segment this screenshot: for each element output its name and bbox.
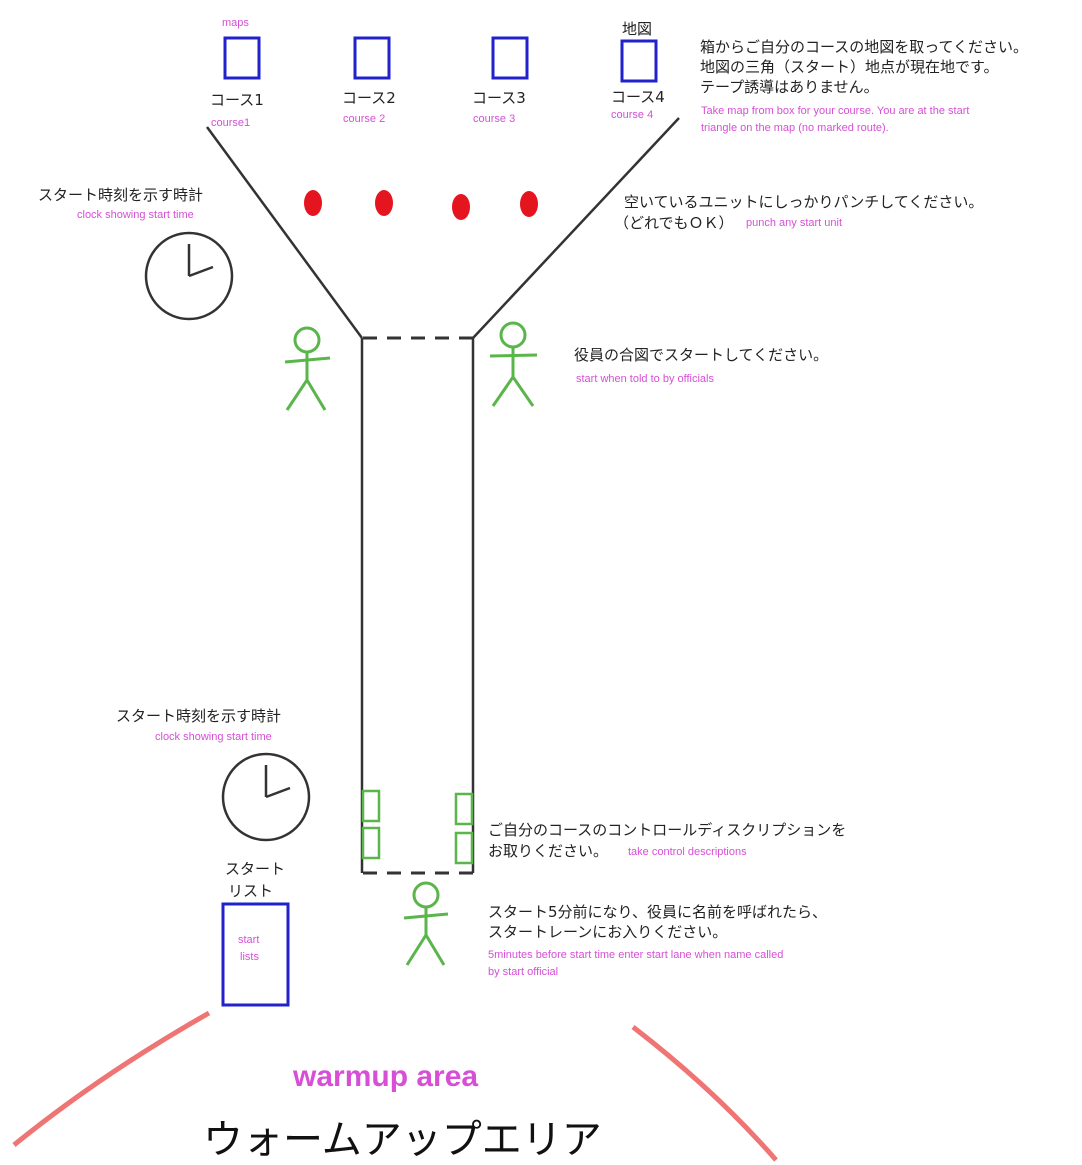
punch-unit: [375, 190, 393, 216]
five-minutes-jp-2: スタートレーンにお入りください。: [488, 923, 728, 941]
control-description-box: [361, 789, 381, 860]
punch-instruction-jp: 空いているユニットにしっかりパンチしてください。: [624, 193, 984, 211]
punch-unit: [304, 190, 322, 216]
control-desc-jp-1: ご自分のコースのコントロールディスクリプションを: [488, 821, 847, 839]
punch-unit: [520, 191, 538, 217]
warmup-area-arc-right: [631, 1025, 778, 1162]
map-instruction-jp-2: 地図の三角（スタート）地点が現在地です。: [700, 58, 999, 76]
map-instruction-jp-3: テープ誘導はありません。: [700, 78, 879, 96]
official-figure-icon: [489, 321, 538, 407]
map-instruction-en-1: Take map from box for your course. You a…: [701, 105, 970, 117]
warmup-area-arc-left: [12, 1010, 211, 1147]
five-minutes-en-2: by start official: [488, 966, 559, 978]
five-minutes-en-1: 5minutes before start time enter start l…: [488, 949, 784, 961]
course4-label: コース4: [611, 88, 665, 106]
five-minutes-jp-1: スタート5分前になり、役員に名前を呼ばれたら、: [488, 903, 827, 921]
map-instruction-en-2: triangle on the map (no marked route).: [701, 122, 889, 134]
map-box-course2: [353, 36, 391, 80]
officials-instruction-en: start when told to by officials: [576, 373, 714, 385]
official-figure-icon: [284, 326, 331, 411]
control-description-box: [454, 792, 474, 865]
course3-label: コース3: [472, 89, 526, 107]
punch-instruction-en: punch any start unit: [746, 217, 843, 229]
course2-label: コース2: [342, 89, 396, 107]
warmup-area-en: warmup area: [293, 1060, 479, 1093]
course2-en: course 2: [343, 113, 386, 125]
map-instruction-jp-1: 箱からご自分のコースの地図を取ってください。: [700, 38, 1029, 56]
clock-bottom-en: clock showing start time: [155, 731, 272, 743]
start-list-en-2: lists: [240, 951, 259, 963]
clock-top-en: clock showing start time: [77, 209, 194, 221]
course4-en: course 4: [611, 109, 654, 121]
punch-unit: [452, 194, 470, 220]
chizu-label: 地図: [622, 20, 653, 38]
map-box-course4: [620, 39, 658, 83]
officials-instruction-jp: 役員の合図でスタートしてください。: [574, 346, 829, 364]
course1-en: course1: [211, 117, 251, 129]
maps-label: maps: [222, 17, 249, 29]
map-box-course1: [223, 36, 261, 80]
map-box-course3: [491, 36, 529, 80]
clock-icon: [144, 231, 234, 321]
start-list-box: [221, 902, 290, 1007]
start-list-jp-2: リスト: [228, 882, 274, 900]
funnel-right-wall: [472, 117, 680, 339]
official-figure-icon: [403, 881, 449, 966]
start-list-jp-1: スタート: [225, 860, 286, 878]
punch-instruction-jp-2: （どれでもＯＫ）: [614, 214, 734, 232]
control-desc-jp-2: お取りください。: [488, 842, 609, 860]
course3-en: course 3: [473, 113, 516, 125]
funnel-left-wall: [205, 126, 364, 339]
clock-top-jp: スタート時刻を示す時計: [38, 186, 204, 204]
clock-icon: [221, 752, 311, 842]
start-list-en-1: start: [238, 934, 260, 946]
clock-bottom-jp: スタート時刻を示す時計: [116, 707, 282, 725]
warmup-area-jp: ウォームアップエリア: [203, 1117, 602, 1163]
course1-label: コース1: [210, 91, 264, 109]
control-desc-en: take control descriptions: [628, 846, 747, 858]
